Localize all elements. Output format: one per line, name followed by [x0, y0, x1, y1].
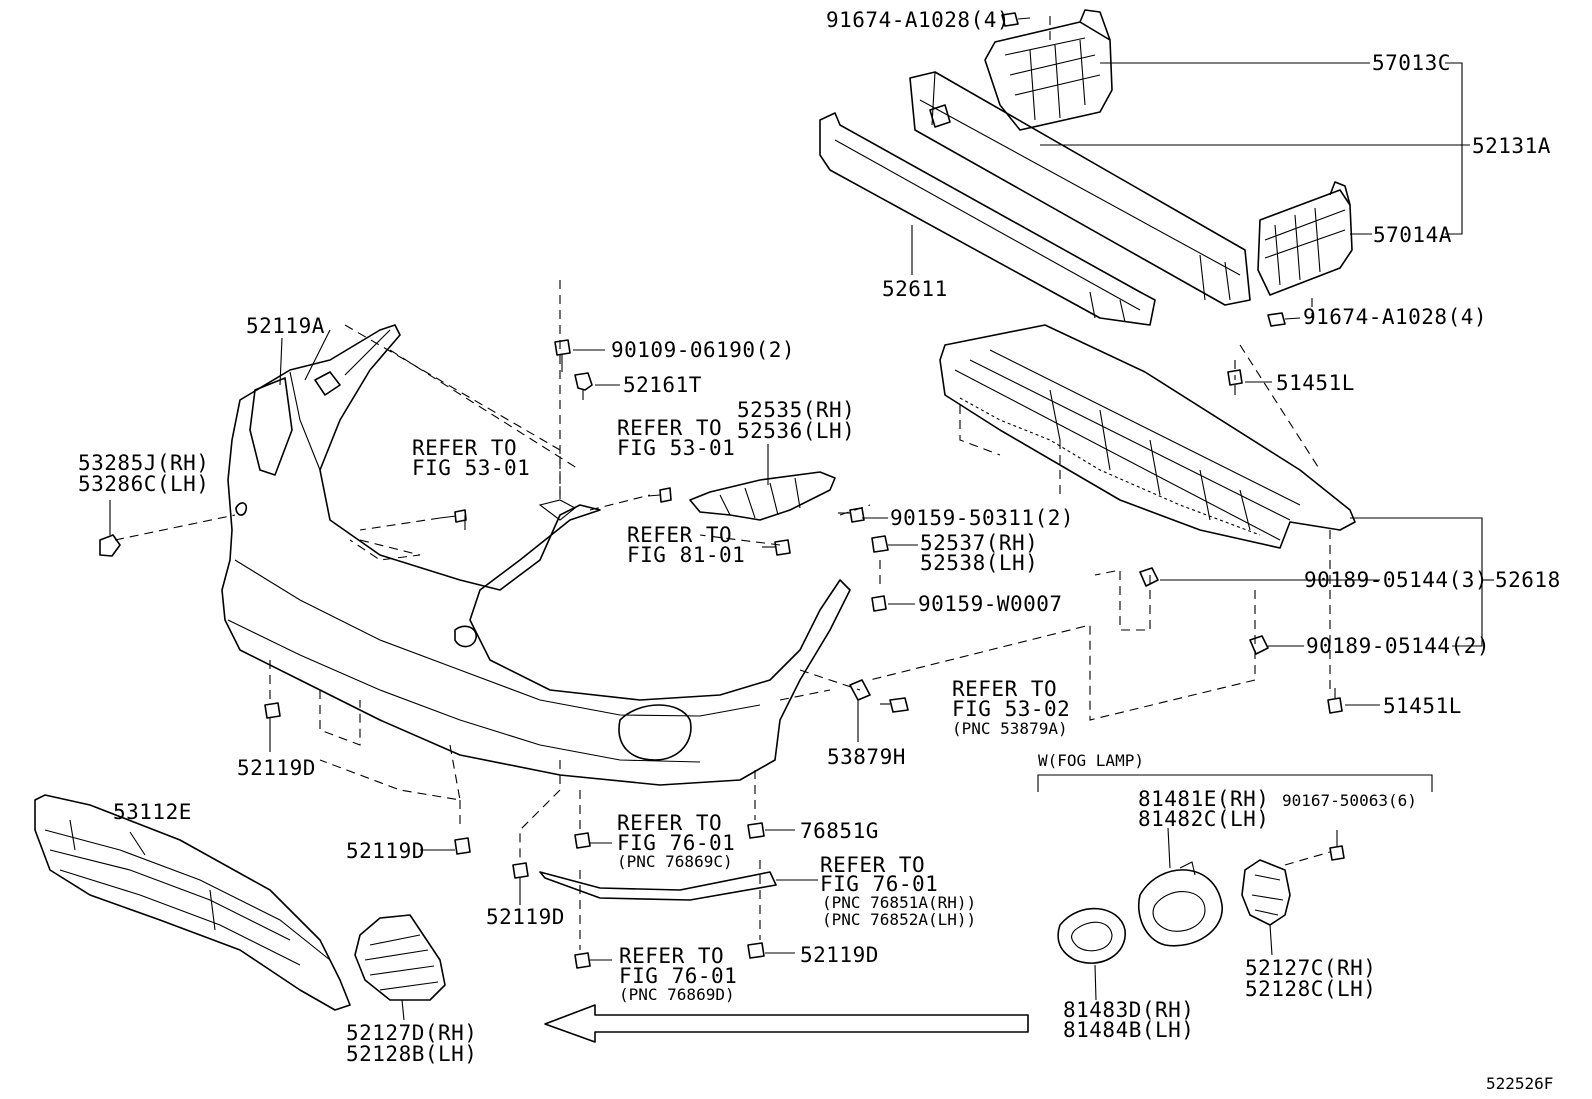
fog-lamp-group-title: W(FOG LAMP) [1038, 751, 1144, 770]
label-81484B: 81484B(LH) [1063, 1018, 1194, 1042]
label-52131A: 52131A [1472, 134, 1551, 158]
label-refer-76-01-a-fig: FIG 76-01 [617, 831, 735, 855]
label-81482C: 81482C(LH) [1138, 807, 1269, 831]
label-91674-a1028-top: 91674-A1028(4) [826, 8, 1010, 32]
label-refer-53-02: REFER TO [952, 677, 1057, 701]
fog-bracket-52127C [1241, 859, 1291, 926]
direction-arrow [544, 1004, 1029, 1043]
label-53286C: 53286C(LH) [78, 472, 209, 496]
bumper-absorber-52611 [819, 112, 1156, 326]
label-52161T: 52161T [623, 373, 702, 397]
label-refer-76-01-c-pnc: (PNC 76869D) [619, 985, 735, 1004]
label-refer-76-01-b: REFER TO [820, 853, 925, 877]
clip-icon [1139, 369, 1343, 714]
label-52119D-left: 52119D [237, 756, 316, 780]
fog-lamp-cover-52127D [354, 914, 446, 1001]
cap-53285J [99, 534, 121, 557]
screw-icon [264, 339, 1345, 969]
lower-grille-53112E [34, 794, 351, 1011]
label-90109-06190: 90109-06190(2) [611, 338, 795, 362]
label-refer-76-01-b-pnc-lh: (PNC 76852A(LH)) [822, 910, 976, 929]
label-refer-76-01-b-fig: FIG 76-01 [820, 872, 938, 896]
bumper-arm-57014A [1257, 181, 1353, 296]
leader-lines [109, 62, 1494, 1021]
label-91674-a1028-bottom: 91674-A1028(4) [1303, 305, 1487, 329]
label-52535: 52535(RH) [737, 398, 855, 422]
figure-id: 522526F [1486, 1074, 1553, 1093]
label-refer-76-01-b-pnc-rh: (PNC 76851A(RH)) [822, 893, 976, 912]
label-51451L-bottom: 51451L [1383, 694, 1462, 718]
label-90189-05144-3: 90189-05144(3) [1304, 568, 1488, 592]
label-57014A: 57014A [1373, 223, 1452, 247]
label-refer-53-02-fig: FIG 53-02 [952, 697, 1070, 721]
label-53112E: 53112E [113, 800, 192, 824]
label-53879H: 53879H [827, 745, 906, 769]
label-refer-53-02-pnc: (PNC 53879A) [952, 719, 1068, 738]
label-57013C: 57013C [1372, 51, 1451, 75]
part-labels: 91674-A1028(4) 57013C 52131A 57014A 5261… [78, 8, 1561, 1093]
label-81481E: 81481E(RH) [1138, 787, 1269, 811]
label-52618: 52618 [1495, 568, 1561, 592]
fog-lamp-group-bracket [1037, 774, 1433, 792]
label-52127C: 52127C(RH) [1245, 956, 1376, 980]
label-90159-W0007: 90159-W0007 [918, 592, 1063, 616]
label-52536: 52536(LH) [737, 419, 855, 443]
label-refer-53-01-a-fig: FIG 53-01 [617, 436, 735, 460]
bumper-support-52535 [689, 471, 836, 521]
label-refer-81-01-fig: FIG 81-01 [627, 543, 745, 567]
label-52127D: 52127D(RH) [346, 1021, 477, 1045]
label-52119A: 52119A [246, 314, 325, 338]
label-90159-50311: 90159-50311(2) [890, 506, 1074, 530]
label-52119D-low: 52119D [486, 905, 565, 929]
label-53285J: 53285J(RH) [78, 451, 209, 475]
label-52128B: 52128B(LH) [346, 1042, 477, 1066]
label-52537: 52537(RH) [920, 531, 1038, 555]
label-refer-53-01-a: REFER TO [617, 416, 722, 440]
bolt-icon [1001, 12, 1301, 327]
label-81483D: 81483D(RH) [1063, 998, 1194, 1022]
label-90167-50063: 90167-50063(6) [1282, 791, 1417, 810]
label-90189-05144-2: 90189-05144(2) [1306, 634, 1490, 658]
label-51451L-top: 51451L [1276, 371, 1355, 395]
label-refer-76-01-c: REFER TO [619, 944, 724, 968]
engine-under-cover-52618 [939, 324, 1356, 549]
molding-76851A [539, 871, 777, 901]
label-refer-53-01-b: REFER TO [412, 436, 517, 460]
fog-lamp-81481E [1138, 861, 1223, 947]
label-52119D-right: 52119D [800, 943, 879, 967]
label-52538: 52538(LH) [920, 551, 1038, 575]
label-refer-81-01: REFER TO [627, 523, 732, 547]
label-76851G: 76851G [800, 819, 879, 843]
bumper-reinforcement-bar-52131A [909, 71, 1251, 306]
label-refer-76-01-c-fig: FIG 76-01 [619, 964, 737, 988]
label-52119D-mid: 52119D [346, 839, 425, 863]
label-52128C: 52128C(LH) [1245, 977, 1376, 1001]
label-refer-76-01-a: REFER TO [617, 811, 722, 835]
label-refer-76-01-a-pnc: (PNC 76869C) [617, 852, 733, 871]
label-52611: 52611 [882, 277, 948, 301]
label-refer-53-01-b-fig: FIG 53-01 [412, 456, 530, 480]
fog-bezel-81483D [1057, 907, 1126, 964]
bumper-reinforcement-57013C [984, 9, 1113, 131]
front-bumper-cover-52119A [221, 324, 851, 786]
